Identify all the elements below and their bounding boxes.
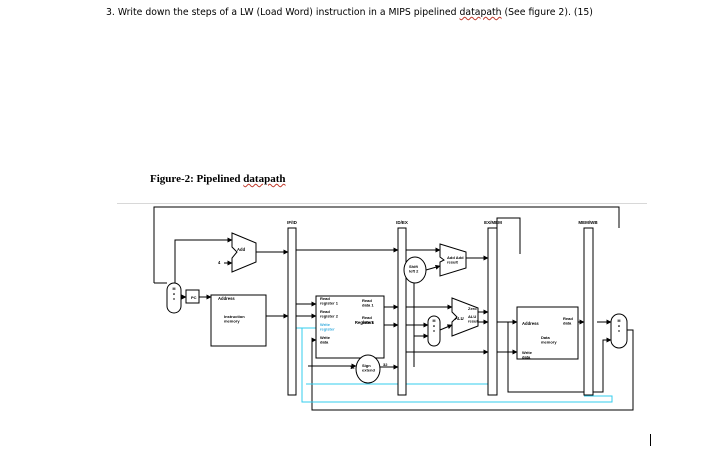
question-prefix: 3. Write down the steps of a LW (Load Wo… <box>106 7 460 18</box>
label-add: Add <box>237 247 246 252</box>
branch-add-unit <box>439 243 467 277</box>
figure-divider <box>117 203 647 204</box>
exmem-register <box>487 227 498 396</box>
label-dmem-address: Address <box>522 321 539 326</box>
sign-extend-unit <box>355 354 381 384</box>
shift-to-add-wire <box>425 264 441 271</box>
idex-register <box>397 227 407 396</box>
data-memory <box>516 306 579 360</box>
stage-label-idex: ID/EX <box>396 220 408 225</box>
registers-unit <box>315 295 385 359</box>
aluresult-bypass-wire <box>507 322 597 393</box>
label-registers: Registers <box>355 320 375 325</box>
pc-feedback-wire <box>153 206 620 283</box>
question-text: 3. Write down the steps of a LW (Load Wo… <box>106 7 593 18</box>
label-thirty-two: 32 <box>383 362 388 367</box>
question-suffix: (See figure 2). (15) <box>501 7 593 18</box>
mux-to-alu-wire <box>439 324 453 331</box>
figure-title: Figure-2: Pipelined datapath <box>150 173 285 185</box>
stage-label-memwb: MEM/WB <box>578 220 598 225</box>
label-sixteen: 16 <box>350 365 355 370</box>
alu-unit <box>451 297 479 337</box>
label-zero: Zero <box>468 306 477 311</box>
alu-mux <box>427 315 441 347</box>
memwb-alu-to-mux-wire <box>597 337 612 393</box>
question-squiggle-word: datapath <box>459 7 502 18</box>
text-cursor <box>650 434 651 446</box>
pc-register <box>185 289 200 304</box>
instruction-memory <box>210 294 267 347</box>
memwb-register <box>583 227 594 396</box>
label-imem-address: Address <box>218 296 235 301</box>
label-pc: PC <box>191 295 197 300</box>
writeback-mux <box>610 313 628 349</box>
pc-mux <box>166 282 182 314</box>
figure-title-prefix: Figure-2: Pipelined <box>150 173 244 185</box>
label-four: 4 <box>218 260 221 265</box>
figure-title-word: datapath <box>243 173 286 185</box>
writeback-data-wire <box>311 329 634 411</box>
stage-label-ifid: IF/ID <box>287 220 297 225</box>
ifid-register <box>287 227 297 396</box>
stage-label-exmem: EX/MEM <box>484 220 502 225</box>
write-register-wire-b <box>301 328 613 403</box>
shift-left-2-unit <box>403 256 427 284</box>
pc-to-add-wire <box>174 237 233 286</box>
label-alu: ALU <box>455 316 464 321</box>
pc-add-unit <box>231 232 257 273</box>
